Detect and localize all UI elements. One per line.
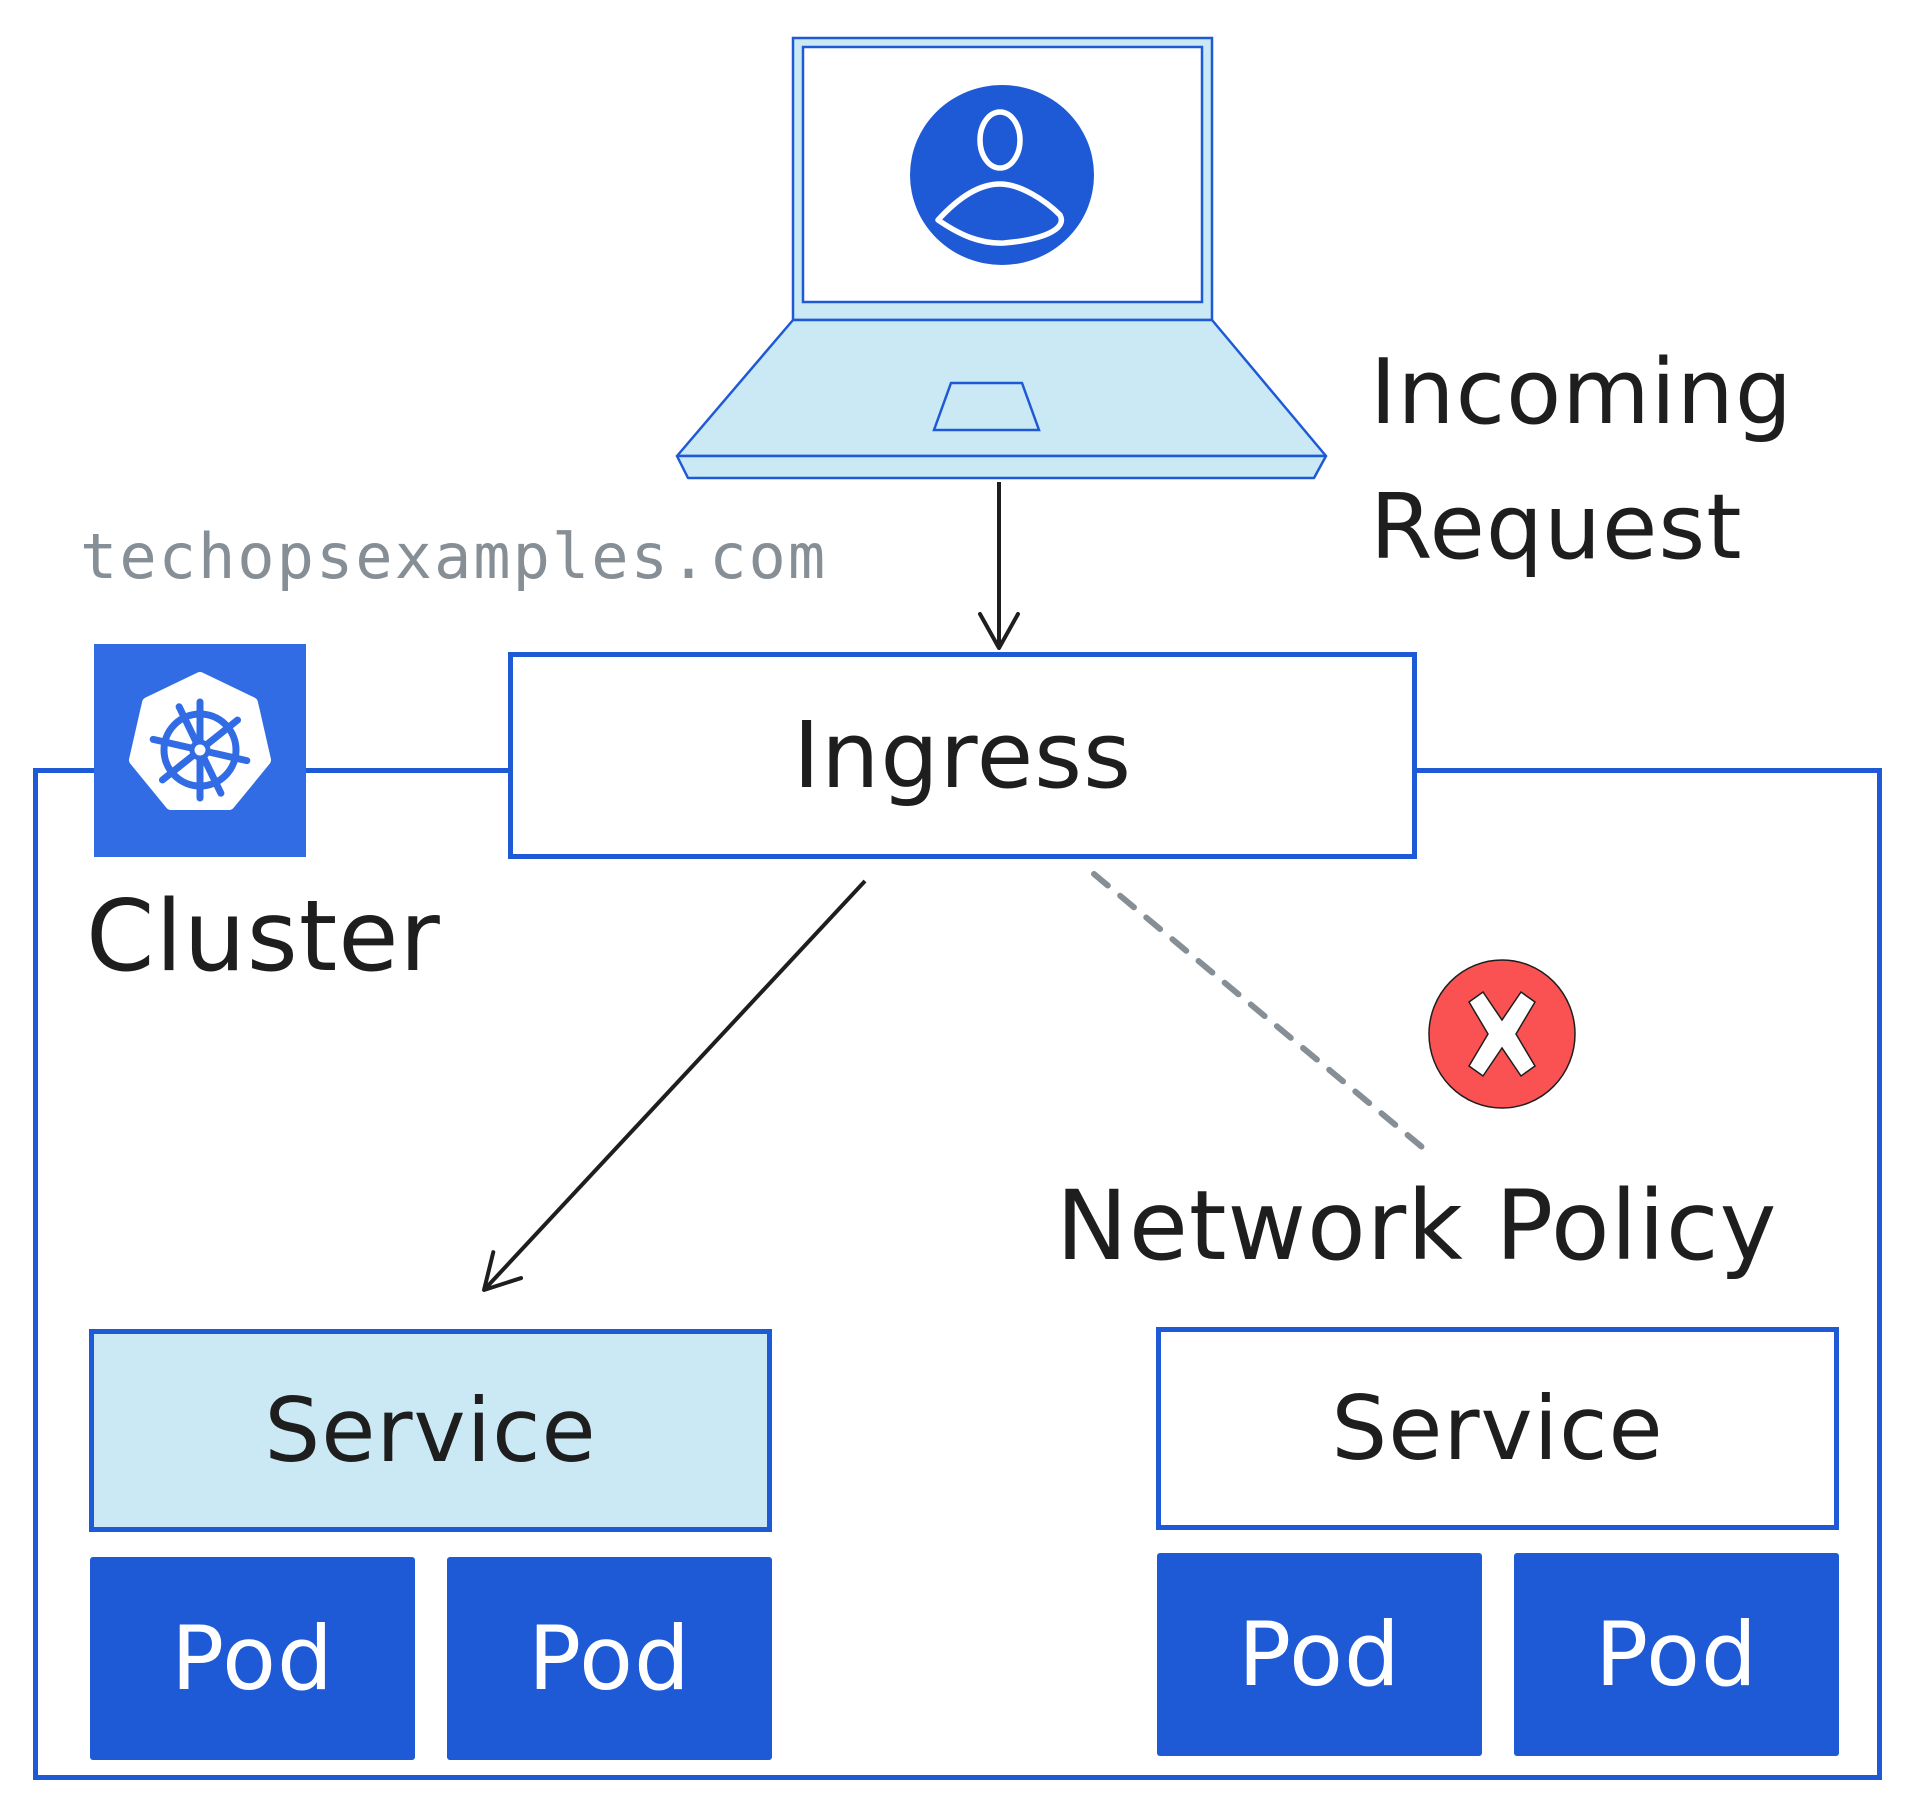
pod-allowed-2[interactable]: Pod xyxy=(447,1557,772,1760)
incoming-request-label: Incoming Request xyxy=(1370,325,1793,595)
allowed-route-arrow xyxy=(481,879,867,1292)
service-allowed-label: Service xyxy=(264,1379,597,1482)
red-x-icon xyxy=(1428,959,1576,1109)
ingress-label: Ingress xyxy=(792,702,1133,809)
network-policy-label: Network Policy xyxy=(1056,1170,1778,1282)
pod-allowed-1[interactable]: Pod xyxy=(90,1557,415,1760)
cluster-label: Cluster xyxy=(86,880,441,994)
watermark-text: techopsexamples.com xyxy=(80,520,828,593)
kubernetes-icon xyxy=(94,644,306,857)
pod-blocked-2[interactable]: Pod xyxy=(1514,1553,1839,1756)
blocked-route-line xyxy=(1091,871,1431,1155)
pod-label: Pod xyxy=(171,1607,334,1710)
service-blocked[interactable]: Service xyxy=(1156,1327,1839,1530)
service-allowed[interactable]: Service xyxy=(89,1329,772,1532)
laptop-icon xyxy=(675,36,1328,480)
user-avatar-icon xyxy=(910,85,1094,265)
pod-label: Pod xyxy=(1238,1603,1401,1706)
ingress-box[interactable]: Ingress xyxy=(508,652,1417,859)
pod-label: Pod xyxy=(528,1607,691,1710)
incoming-request-line2: Request xyxy=(1370,475,1743,580)
pod-blocked-1[interactable]: Pod xyxy=(1157,1553,1482,1756)
incoming-request-line1: Incoming xyxy=(1370,340,1793,445)
pod-label: Pod xyxy=(1595,1603,1758,1706)
service-blocked-label: Service xyxy=(1331,1377,1664,1480)
